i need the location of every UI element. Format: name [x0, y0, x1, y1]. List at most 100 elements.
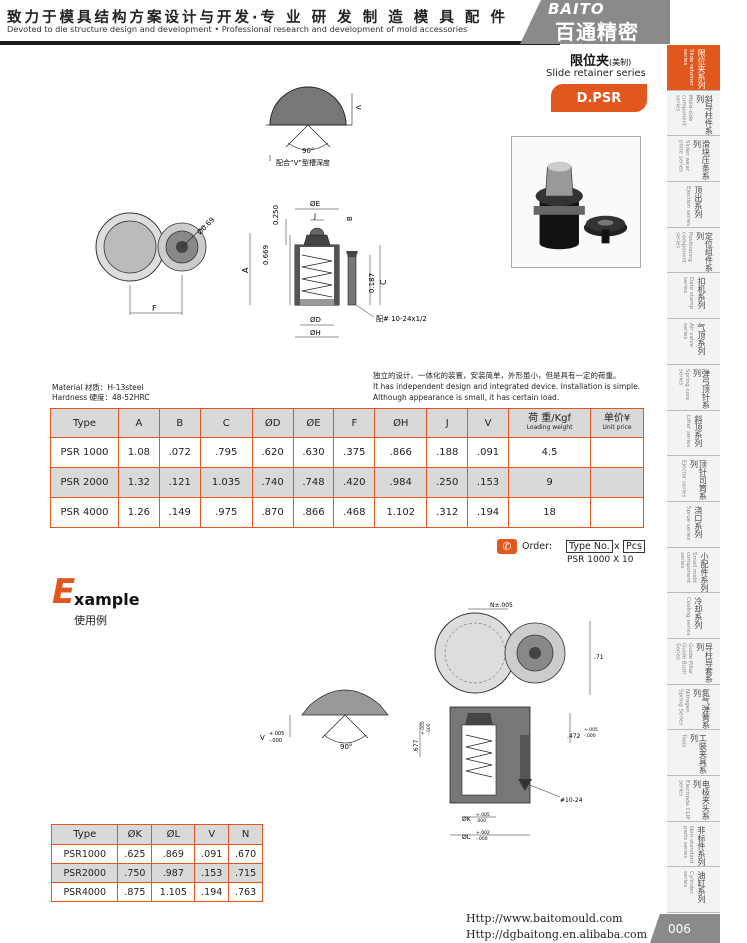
sidebar-tab-cn: 顶出系列 [693, 186, 703, 219]
sidebar-tab-en: Spring core series [677, 368, 690, 401]
dim-0250-label: 0.250 [272, 205, 280, 225]
description-cn: 独立的设计、一体化的装置，安装简单，外形虽小，但是具有一定的荷重。 [373, 371, 621, 380]
example-l-tol-top: +.002 [476, 830, 490, 836]
footer-url-2[interactable]: Http://dgbaitong.en.alibaba.com [466, 928, 648, 941]
spec-header-main: 单价¥ [603, 413, 631, 424]
sidebar-tab-en: Slide retainer series [682, 49, 695, 86]
spec-table-cell: .795 [199, 437, 253, 468]
spec-table-cell: .194 [467, 497, 509, 528]
sidebar-tab-cn: 扣机系列 [696, 277, 706, 310]
example-initial: E [52, 572, 76, 612]
spec-header-sub: Loading weight [526, 424, 573, 431]
sidebar-tab-en: Nitrogen Spring Series [677, 688, 690, 726]
product-photo [511, 136, 641, 268]
order-x: x [614, 541, 620, 552]
example-k-tol-bot: .000 [476, 818, 486, 824]
angle-label: 90° [302, 147, 314, 155]
sidebar-tab-cn: 电极夹头系列 [692, 780, 711, 820]
example-table-cell: .869 [151, 844, 196, 864]
description-en-2: Although appearance is small, it has cer… [373, 393, 560, 402]
spec-table-cell [590, 467, 644, 498]
example-header-cell: N [228, 824, 263, 845]
example-table-cell: PSR4000 [50, 882, 119, 902]
example-table-cell: .987 [151, 863, 196, 883]
spec-table-cell: 1.32 [118, 467, 160, 498]
dim-0669-label: 0.669 [262, 245, 270, 265]
spec-table-cell: .620 [251, 437, 294, 468]
b-label: B [346, 216, 354, 221]
sidebar-tab-cn: 斜顶系列 [693, 414, 703, 447]
description-block: 独立的设计、一体化的装置，安装简单，外形虽小，但是具有一定的荷重。 It has… [373, 370, 640, 403]
spec-table-cell: .975 [199, 497, 253, 528]
example-table-row: PSR1000.625.869.091.670 [50, 844, 263, 864]
order-example: PSR 1000 X 10 [567, 555, 634, 565]
series-title-cn: 限位夹(美制) [570, 54, 632, 69]
example-dome [301, 689, 389, 716]
example-l-tol-bot: -.000 [476, 836, 488, 842]
spec-table-cell: .420 [333, 467, 376, 498]
sidebar-tab-cn: 非标件系列 [696, 825, 706, 866]
example-table-cell: PSR2000 [50, 863, 119, 883]
v-dim-label: V [354, 105, 362, 110]
header-subtitle-en: Devoted to die structure design and deve… [7, 24, 468, 34]
footer-url-1[interactable]: Http://www.baitomould.com [466, 912, 623, 925]
example-thread: #10-24 [560, 797, 583, 804]
example-drawing: 90° V +.005 -.000 N±.005 .71 .677 +.005 … [260, 602, 604, 842]
spec-table-cell: .375 [333, 437, 376, 468]
series-code-badge: D.PSR [551, 84, 647, 112]
sidebar-tab-cn: 冷却系列 [693, 597, 703, 630]
example-677-tol-top: +.005 [420, 721, 426, 735]
example-table-cell: .875 [117, 882, 153, 902]
example-table-cell: .670 [228, 844, 263, 864]
brand-logo-cn: 百通精密 [555, 20, 639, 44]
sidebar-tab-cn: 弹弓顶针系列 [692, 368, 711, 409]
spec-table-cell: 1.26 [118, 497, 160, 528]
logo-background [520, 0, 670, 44]
spec-table-cell: PSR 2000 [50, 467, 119, 498]
example-l-label: ØL [462, 834, 471, 841]
page-number-box [650, 914, 720, 943]
spec-table-cell: .312 [426, 497, 469, 528]
sidebar-tab-cn: 小配件系列 [699, 551, 709, 592]
example-dim-71: .71 [594, 654, 604, 661]
series-title-en: Slide retainer series [546, 68, 646, 79]
order-type-box: Type No. [566, 540, 613, 553]
page-number: 006 [668, 922, 691, 936]
e-label: ØE [310, 200, 320, 208]
sidebar-tab-en: Guide Pillar Guide Bush Series [674, 642, 693, 675]
spec-header-cell: Type [50, 408, 119, 438]
spec-table-cell: 4.5 [507, 437, 592, 468]
spec-table-cell: 1.102 [374, 497, 428, 528]
description-en-1: It has independent design and integrated… [373, 382, 641, 391]
sidebar-tab-en: Air valve series [682, 323, 695, 348]
spec-header-cell: F [333, 408, 376, 438]
v-groove-note: 配合“V”型槽深度 [276, 158, 330, 167]
spec-table-cell: 9 [507, 467, 592, 498]
example-header-cell: Type [50, 824, 119, 845]
spec-table-cell: .866 [374, 437, 428, 468]
